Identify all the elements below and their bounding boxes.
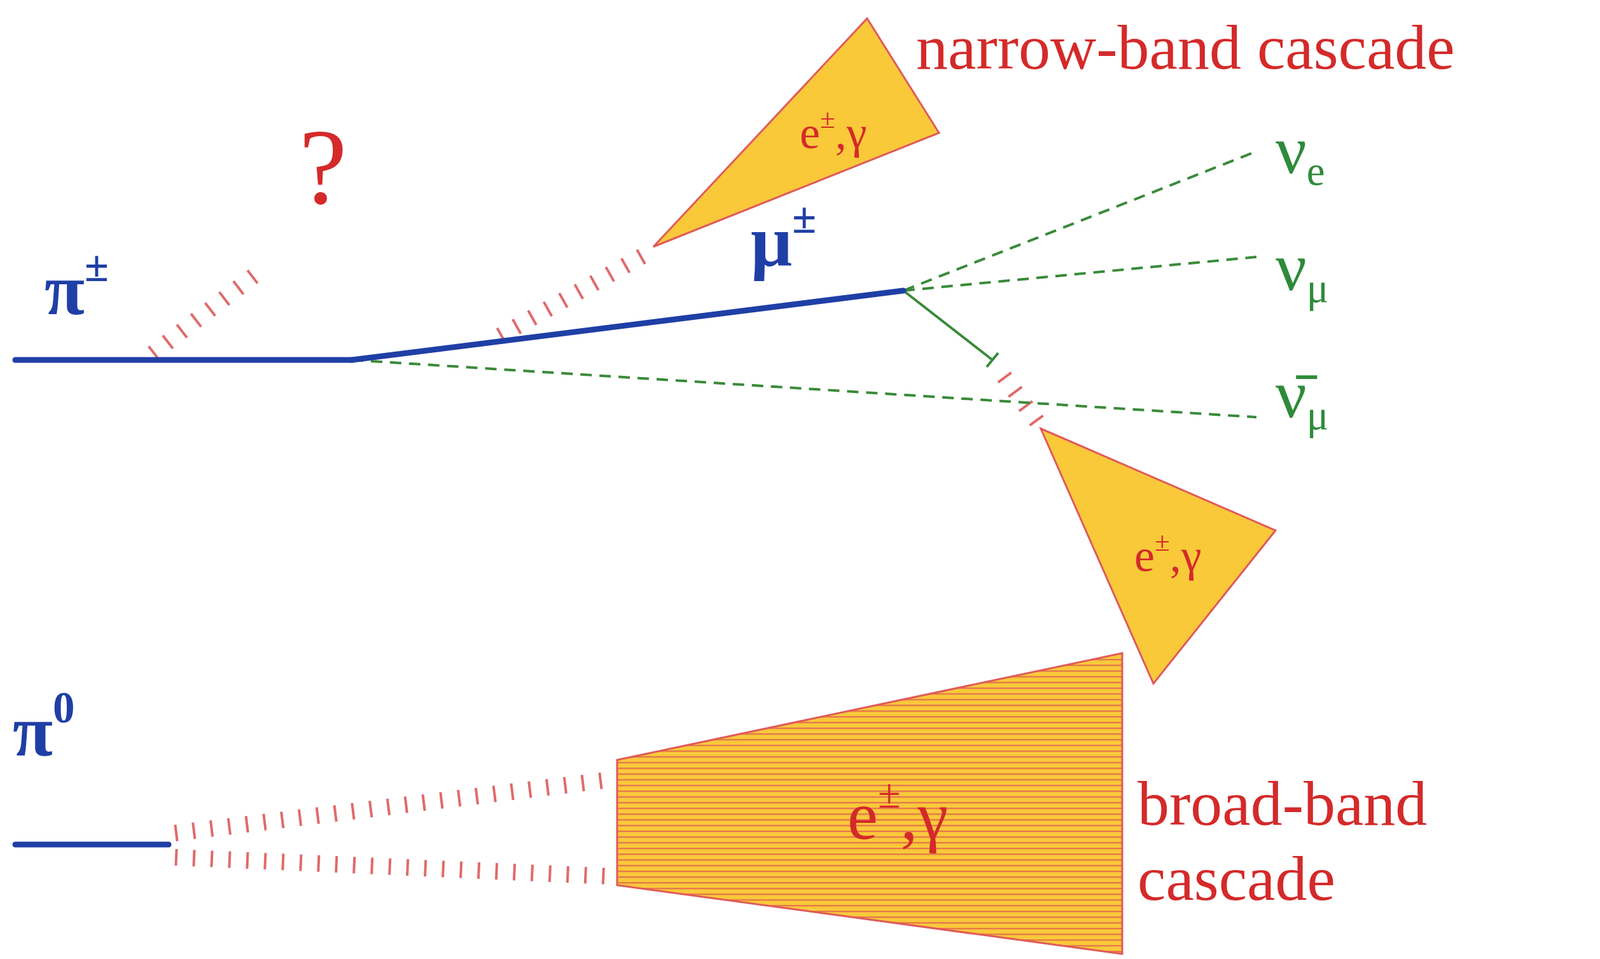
cascade-heading: narrow-band cascade	[916, 15, 1455, 80]
text-run: μ	[750, 201, 793, 282]
neutrino-label: νe	[1275, 115, 1326, 185]
weak-boson-tick	[986, 353, 999, 368]
cascade-outline	[1040, 428, 1276, 684]
photon-ticks	[152, 275, 255, 354]
cascade-shape: e±,γbroad-band cascade	[617, 653, 1123, 955]
text-run: ,γ	[835, 107, 868, 159]
text-run: e	[1134, 530, 1155, 582]
sub-script: μ	[1306, 392, 1329, 439]
text-run: ,γ	[1169, 530, 1202, 582]
muon-track	[351, 290, 904, 361]
sup-script: ±	[1154, 526, 1170, 557]
pion-track	[15, 357, 352, 364]
photon-ticks	[174, 779, 611, 834]
particle-label: π±	[44, 253, 109, 327]
cascade-shape: e±,γ	[1040, 428, 1276, 684]
cascade-particles: e±,γ	[1134, 533, 1202, 579]
cascade-outline	[653, 18, 940, 247]
sup-script: ±	[792, 194, 817, 243]
neutrino-tracks	[351, 151, 1257, 418]
neutrino-track	[903, 151, 1257, 291]
text-run: ν	[1275, 111, 1307, 188]
neutrino-label: ν̄μ	[1275, 360, 1329, 429]
text-run: ,γ	[900, 778, 949, 854]
unknown-mark: ?	[299, 113, 347, 222]
sup-script: ±	[84, 242, 109, 291]
sup-script: 0	[52, 683, 76, 733]
cascade-outline	[617, 653, 1123, 955]
text-run: e	[847, 778, 878, 854]
particle-label: π0	[12, 694, 76, 768]
text-run: e	[799, 107, 821, 159]
sub-script: μ	[1306, 265, 1329, 312]
neutral-pion-track	[15, 842, 169, 849]
text-run: π	[44, 249, 85, 331]
photon-ticks	[174, 857, 611, 877]
photon-ticks	[152, 253, 1040, 877]
weak-boson-line	[903, 290, 993, 361]
cascade-particles: e±,γ	[847, 781, 948, 851]
cascade-particles: e±,γ	[799, 110, 868, 156]
neutrino-label: νμ	[1275, 232, 1329, 302]
text-run: π	[12, 690, 53, 772]
neutrino-track	[351, 360, 1257, 418]
sub-script: e	[1306, 148, 1326, 195]
text-run: ν̄	[1275, 356, 1307, 432]
particle-label: μ±	[750, 204, 817, 279]
sup-script: ±	[820, 103, 836, 134]
text-run: ν	[1275, 229, 1307, 305]
cascade-heading: broad-band cascade	[1137, 766, 1520, 917]
sup-script: ±	[877, 771, 901, 817]
neutrino-track	[903, 257, 1257, 291]
